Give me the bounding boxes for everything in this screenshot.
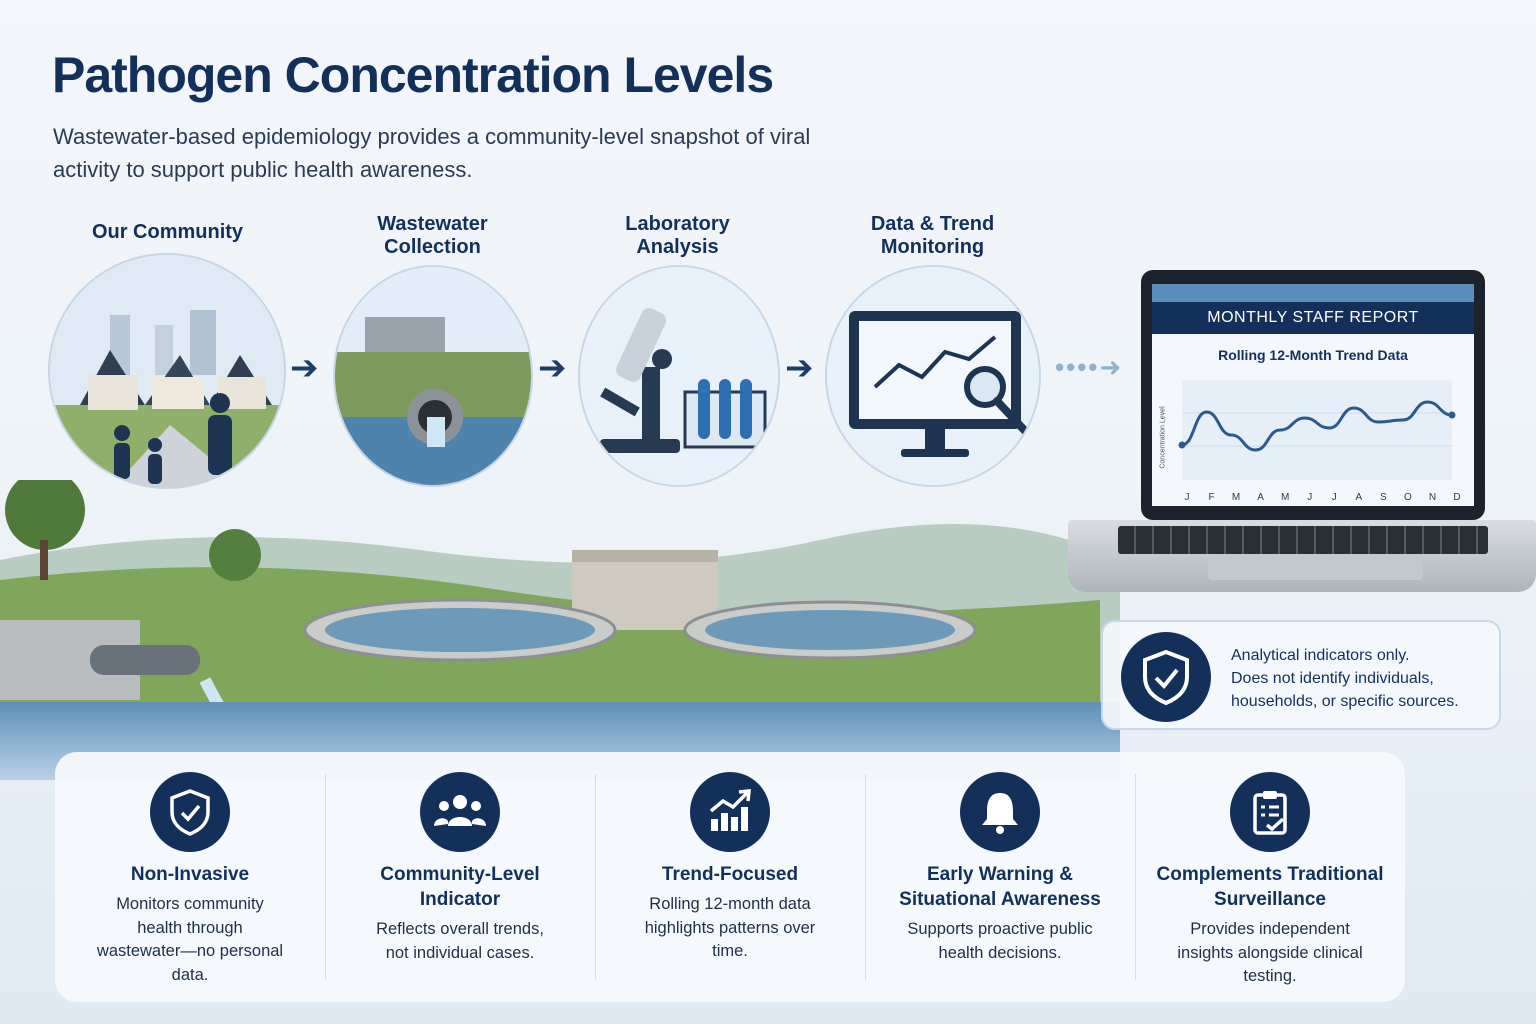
treatment-plant-scene [0,470,1120,780]
feature-desc: Provides independent insights alongside … [1177,920,1363,985]
feature-card-community: Community-Level Indicator Reflects overa… [325,752,595,1002]
x-tick-label: F [1208,492,1214,503]
feature-title: Trend-Focused [661,864,799,885]
lab-illustration [578,265,780,487]
feature-card-trend: Trend-Focused Rolling 12-month data high… [595,752,865,1002]
feature-card-complements: Complements Traditional Surveillance Pro… [1135,752,1405,1002]
x-tick-label: S [1380,492,1387,503]
plot-area [1182,380,1452,480]
people-group-icon [420,772,500,852]
privacy-note: Analytical indicators only. Does not ide… [1101,620,1501,730]
browser-bar [1152,284,1474,302]
arrow-right-icon: ➔ [538,349,567,387]
shield-check-icon [150,772,230,852]
page-subtitle: Wastewater-based epidemiology provides a… [53,124,811,182]
data-point [1448,411,1456,419]
feature-card-non-invasive: Non-Invasive Monitors community health t… [55,752,325,1002]
x-tick-label: J [1185,492,1190,503]
page-title: Pathogen Concentration Levels [52,47,774,103]
data-illustration [825,265,1041,487]
arrow-right-icon: ➔ [785,349,814,387]
x-tick-label: J [1307,492,1312,503]
report-header: MONTHLY STAFF REPORT [1152,302,1474,334]
clipboard-check-icon [1230,772,1310,852]
privacy-line: Does not identify individuals, [1231,670,1434,687]
laptop-keyboard [1068,520,1536,592]
privacy-line: Analytical indicators only. [1231,647,1410,664]
feature-title: Complements Traditional Surveillance [1156,864,1384,910]
feature-title: Non-Invasive [130,864,250,885]
chart-title: Rolling 12-Month Trend Data [1218,347,1408,363]
x-tick-label: D [1453,492,1460,503]
x-tick-label: M [1232,492,1240,503]
x-tick-label: J [1332,492,1337,503]
x-tick-label: M [1281,492,1289,503]
feature-desc: Supports proactive public health decisio… [907,920,1093,962]
feature-desc: Rolling 12-month data highlights pattern… [644,895,816,960]
x-tick-label: A [1355,492,1362,503]
step-title-lab: Laboratory Analysis [625,213,730,258]
x-tick-label: A [1257,492,1264,503]
laptop-screen: MONTHLY STAFF REPORT Rolling 12-Month Tr… [1141,270,1485,520]
data-point [1178,441,1186,449]
trend-line [1181,400,1453,452]
privacy-line: households, or specific sources. [1231,693,1459,710]
feature-desc: Monitors community health through wastew… [96,895,284,984]
feature-title: Community-Level Indicator [380,864,540,910]
x-tick-label: O [1404,492,1412,503]
feature-desc: Reflects overall trends, not individual … [376,920,544,962]
step-title-community: Our Community [91,221,244,243]
feature-card-early-warning: Early Warning & Situational Awareness Su… [865,752,1135,1002]
step-title-collection: Wastewater Collection [377,213,488,258]
step-title-data: Data & Trend Monitoring [870,213,995,258]
dotted-arrow-icon: ••••➜ [1055,352,1124,382]
feature-title: Early Warning & Situational Awareness [899,864,1101,910]
arrow-right-icon: ➔ [290,349,319,387]
feature-cards: Non-Invasive Monitors community health t… [55,752,1405,1002]
collection-illustration [333,265,533,487]
shield-check-icon [1121,632,1211,722]
community-illustration [48,253,286,489]
bell-icon [960,772,1040,852]
x-tick-label: N [1429,492,1436,503]
bar-chart-trend-icon [690,772,770,852]
